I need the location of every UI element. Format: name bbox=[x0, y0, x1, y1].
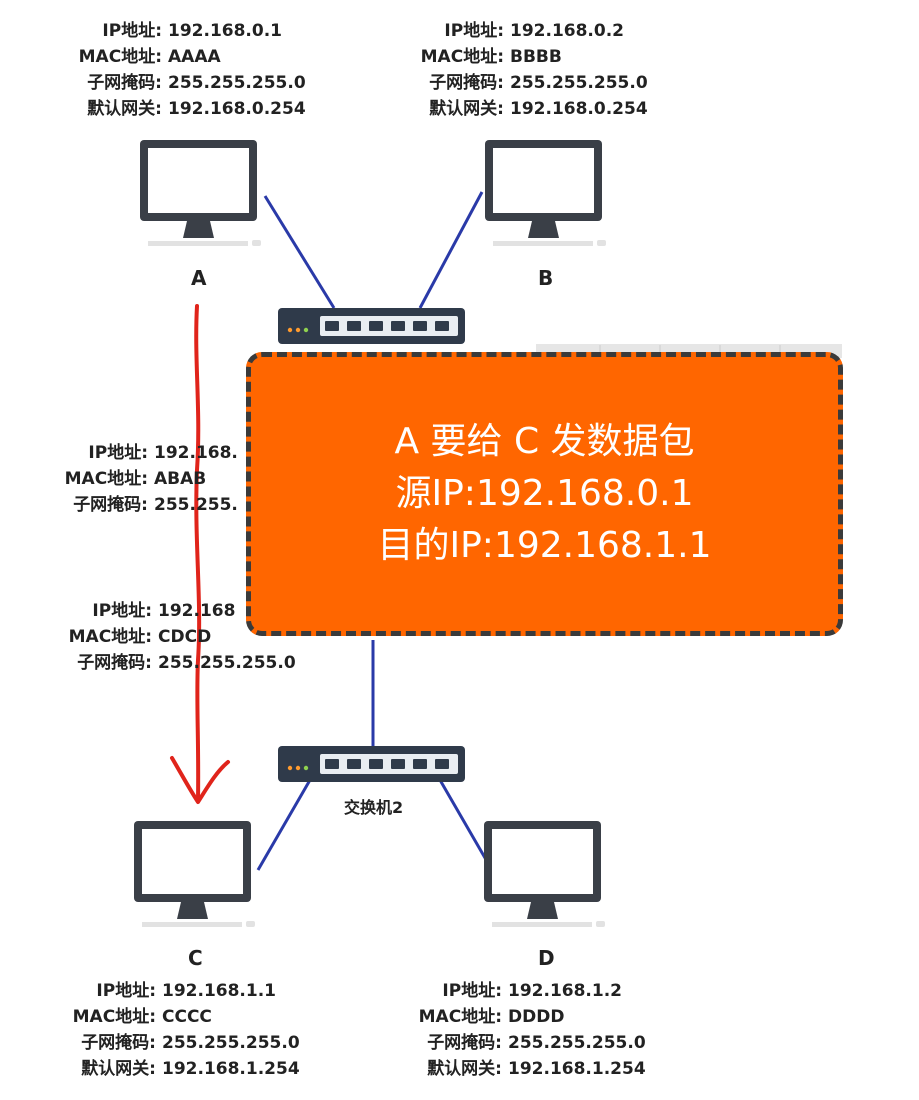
mask-label: 子网掩码: bbox=[81, 1033, 156, 1053]
mask-label: 子网掩码: bbox=[427, 1033, 502, 1053]
gateway-value: 192.168.1.254 bbox=[162, 1059, 300, 1079]
ip-value: 192.168.0.1 bbox=[168, 21, 283, 41]
packet-callout: A 要给 C 发数据包 源IP:192.168.0.1 目的IP:192.168… bbox=[246, 352, 843, 636]
gateway-label: 默认网关: bbox=[87, 99, 162, 119]
network-links bbox=[256, 191, 494, 871]
gateway-label: 默认网关: bbox=[81, 1059, 156, 1079]
mac-value: BBBB bbox=[510, 47, 562, 67]
link-b-switch1 bbox=[418, 191, 484, 309]
switch2-label: 交换机2 bbox=[344, 798, 404, 817]
mask-label: 子网掩码: bbox=[77, 653, 152, 673]
mask-value: 255.255.255.0 bbox=[162, 1033, 300, 1053]
mac-value: CDCD bbox=[158, 627, 212, 647]
computer-d-icon bbox=[484, 821, 605, 927]
ip-value: 192.168 bbox=[158, 601, 236, 621]
router-port2-info: IP地址: 192.168 MAC地址: CDCD 子网掩码: 255.255.255… bbox=[40, 598, 296, 676]
switch1-icon bbox=[278, 308, 465, 344]
mask-value: 255.255.255.0 bbox=[508, 1033, 646, 1053]
ip-label: IP地址: bbox=[92, 601, 152, 621]
gateway-label: 默认网关: bbox=[427, 1059, 502, 1079]
callout-destination-ip: 目的IP:192.168.1.1 bbox=[377, 525, 712, 566]
mac-value: AAAA bbox=[168, 47, 221, 67]
host-c-label: C bbox=[188, 946, 203, 970]
callout-source-ip: 源IP:192.168.0.1 bbox=[395, 473, 694, 514]
ip-label: IP地址: bbox=[102, 21, 162, 41]
ip-label: IP地址: bbox=[88, 443, 148, 463]
link-switch2-c bbox=[256, 779, 312, 871]
ip-label: IP地址: bbox=[96, 981, 156, 1001]
mask-label: 子网掩码: bbox=[87, 73, 162, 93]
gateway-label: 默认网关: bbox=[429, 99, 504, 119]
gateway-value: 192.168.0.254 bbox=[510, 99, 648, 119]
host-b-info: IP地址: 192.168.0.2 MAC地址: BBBB 子网掩码: 255.255… bbox=[392, 18, 648, 122]
gateway-value: 192.168.0.254 bbox=[168, 99, 306, 119]
mac-label: MAC地址: bbox=[64, 469, 148, 489]
mac-label: MAC地址: bbox=[72, 1007, 156, 1027]
mask-value: 255.255.255.0 bbox=[158, 653, 296, 673]
mask-value: 255.255.255.0 bbox=[510, 73, 648, 93]
host-a-info: IP地址: 192.168.0.1 MAC地址: AAAA 子网掩码: 255.255… bbox=[50, 18, 306, 122]
ip-value: 192.168.0.2 bbox=[510, 21, 625, 41]
ip-label: IP地址: bbox=[444, 21, 504, 41]
router-port1-info: IP地址: 192.168. MAC地址: ABAB 子网掩码: 255.255. bbox=[36, 440, 238, 518]
mac-value: ABAB bbox=[154, 469, 207, 489]
mask-label: 子网掩码: bbox=[73, 495, 148, 515]
mac-label: MAC地址: bbox=[68, 627, 152, 647]
mask-label: 子网掩码: bbox=[429, 73, 504, 93]
mac-label: MAC地址: bbox=[420, 47, 504, 67]
host-a-label: A bbox=[191, 266, 207, 290]
link-switch2-d bbox=[438, 779, 494, 871]
mask-value: 255.255.255.0 bbox=[168, 73, 306, 93]
mac-value: DDDD bbox=[508, 1007, 565, 1027]
ip-value: 192.168. bbox=[154, 443, 238, 463]
mac-label: MAC地址: bbox=[418, 1007, 502, 1027]
gateway-value: 192.168.1.254 bbox=[508, 1059, 646, 1079]
ip-label: IP地址: bbox=[442, 981, 502, 1001]
computer-c-icon bbox=[134, 821, 255, 927]
switch2-icon bbox=[278, 746, 465, 782]
ip-value: 192.168.1.2 bbox=[508, 981, 623, 1001]
host-b-label: B bbox=[538, 266, 554, 290]
link-a-switch1 bbox=[263, 195, 336, 309]
callout-title: A 要给 C 发数据包 bbox=[394, 421, 695, 462]
ip-value: 192.168.1.1 bbox=[162, 981, 277, 1001]
host-d-info: IP地址: 192.168.1.2 MAC地址: DDDD 子网掩码: 255.255… bbox=[390, 978, 646, 1082]
mac-label: MAC地址: bbox=[78, 47, 162, 67]
mac-value: CCCC bbox=[162, 1007, 212, 1027]
host-c-info: IP地址: 192.168.1.1 MAC地址: CCCC 子网掩码: 255.255… bbox=[44, 978, 300, 1082]
packet-flow-arrow bbox=[170, 304, 230, 804]
computer-b-icon bbox=[485, 140, 606, 246]
host-d-label: D bbox=[538, 946, 555, 970]
computer-a-icon bbox=[140, 140, 261, 246]
mask-value: 255.255. bbox=[154, 495, 238, 515]
